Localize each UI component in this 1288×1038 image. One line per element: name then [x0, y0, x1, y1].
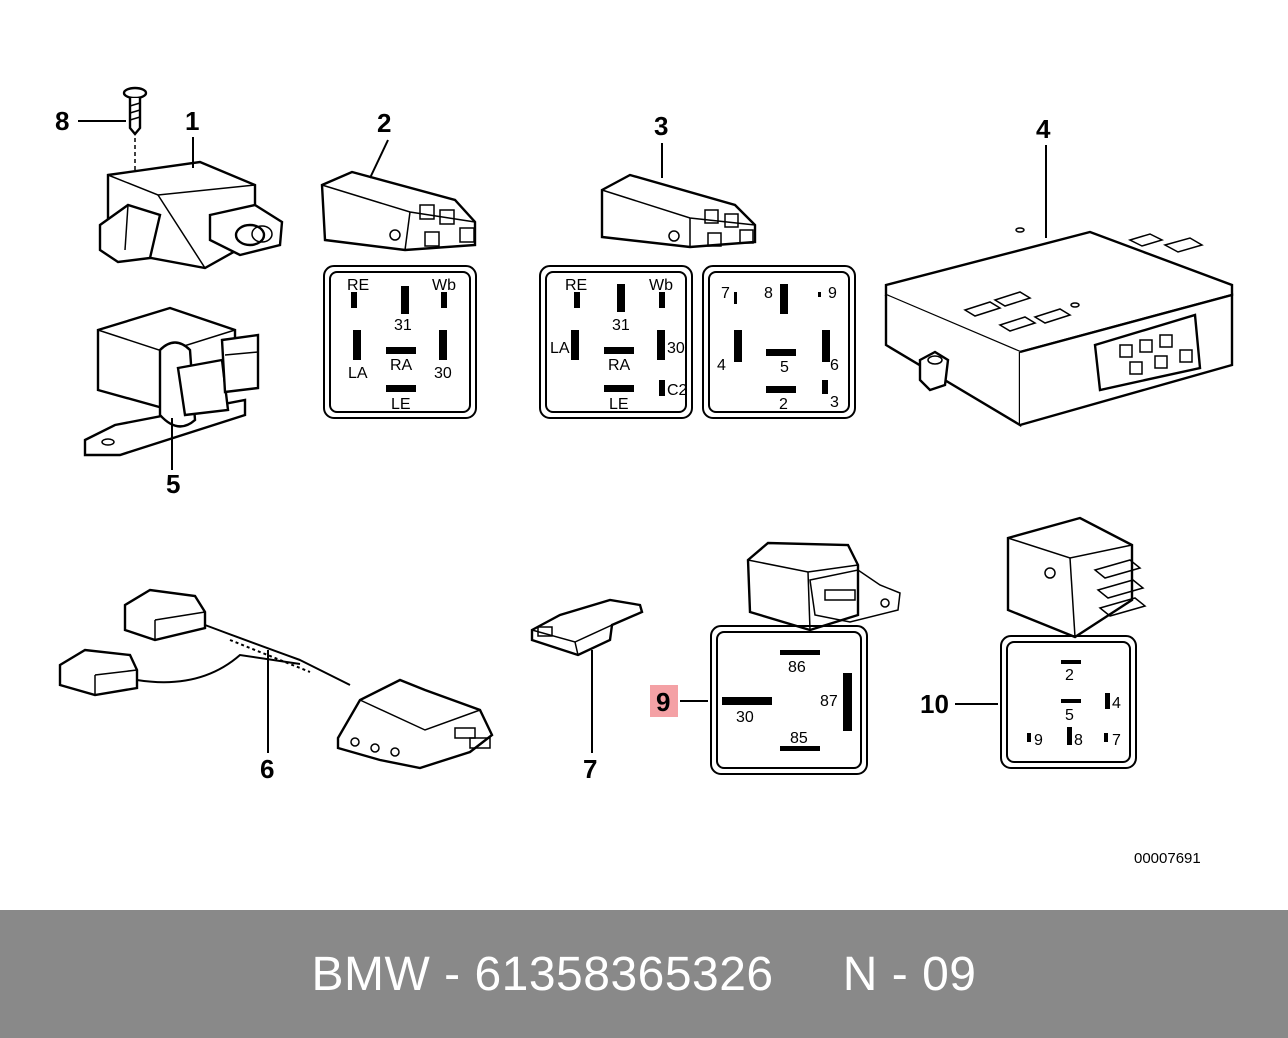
pin-4: 4 [717, 357, 726, 374]
pin-wb: Wb [649, 277, 673, 294]
pin-la: LA [348, 365, 368, 382]
pin-7: 7 [721, 285, 730, 302]
pin-9: 9 [1034, 732, 1043, 749]
pin-5: 5 [780, 359, 789, 376]
callout-4[interactable]: 4 [1036, 114, 1051, 144]
part-4-control-module [884, 145, 1234, 428]
part-2-relay [320, 139, 477, 252]
callout-3[interactable]: 3 [654, 111, 668, 141]
pin-31: 31 [394, 317, 412, 334]
pin-87: 87 [820, 693, 838, 710]
callout-5[interactable]: 5 [166, 469, 180, 499]
part-2-pin-diagram: RE 31 Wb LA RA 30 LE [323, 265, 477, 419]
pin-6: 6 [830, 357, 839, 374]
pin-re: RE [565, 277, 587, 294]
pin-2: 2 [779, 396, 788, 413]
callout-9[interactable]: 9 [656, 687, 670, 717]
callout-6[interactable]: 6 [260, 754, 274, 784]
pin-ra: RA [608, 357, 631, 374]
callout-9-highlight [650, 685, 678, 717]
part-number-label: BMW - 61358365326 N - 09 [311, 947, 977, 1001]
pin-re: RE [347, 277, 369, 294]
pin-86: 86 [788, 659, 806, 676]
pin-30: 30 [434, 365, 452, 382]
pin-ra: RA [390, 357, 413, 374]
part-3-relay [600, 143, 757, 249]
pin-5: 5 [1065, 707, 1074, 724]
part-9-pin-diagram: 86 87 30 85 [710, 625, 868, 775]
pin-7: 7 [1112, 732, 1121, 749]
part-5-relay [83, 306, 260, 470]
part-1-relay [98, 137, 284, 270]
callout-8[interactable]: 8 [55, 106, 69, 136]
part-3-pin-diagram-right: 7 8 9 4 5 6 2 3 [702, 265, 856, 419]
callout-1[interactable]: 1 [185, 106, 199, 136]
part-10-relay [1006, 516, 1147, 639]
callout-10[interactable]: 10 [920, 689, 949, 719]
pin-9: 9 [828, 285, 837, 302]
part-10-pin-diagram: 2 4 5 9 8 7 [1000, 635, 1137, 769]
part-7-connector [530, 598, 644, 753]
pin-8: 8 [764, 285, 773, 302]
pin-wb: Wb [432, 277, 456, 294]
part-3-pin-diagram-left: RE 31 Wb LA RA 30 LE C2 [539, 265, 693, 419]
pin-31: 31 [612, 317, 630, 334]
part-9-relay [746, 541, 901, 632]
callout-7[interactable]: 7 [583, 754, 597, 784]
pin-8: 8 [1074, 732, 1083, 749]
pin-3: 3 [830, 394, 839, 411]
pin-30: 30 [667, 340, 685, 357]
diagram-reference: 00007691 [1134, 850, 1201, 867]
pin-la: LA [550, 340, 570, 357]
pin-c2: C2 [667, 382, 688, 399]
pin-2: 2 [1065, 667, 1074, 684]
callout-2[interactable]: 2 [377, 108, 391, 138]
pin-85: 85 [790, 730, 808, 747]
pin-le: LE [391, 396, 411, 413]
pin-30: 30 [736, 709, 754, 726]
pin-4: 4 [1112, 695, 1121, 712]
pin-le: LE [609, 396, 629, 413]
diagram-stage: 8 1 5 2 [55, 86, 1234, 867]
parts-diagram: 8 1 5 2 [55, 86, 1234, 867]
part-6-harness [58, 588, 494, 770]
footer-bar: BMW - 61358365326 N - 09 [0, 910, 1288, 1038]
